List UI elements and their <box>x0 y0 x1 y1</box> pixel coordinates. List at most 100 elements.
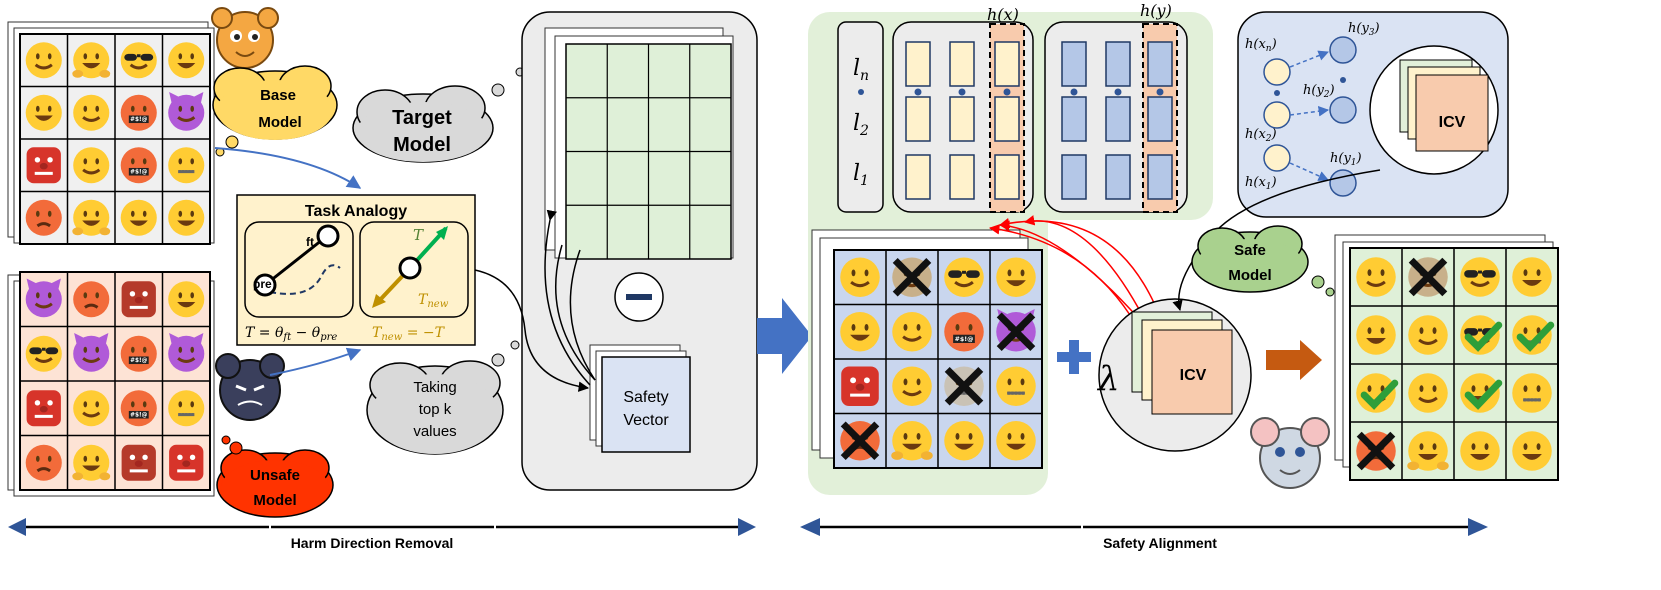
emoji-xangry <box>840 420 880 461</box>
emoji-smile <box>840 257 880 298</box>
emoji-devil <box>25 278 62 318</box>
ft-label: ft <box>306 235 314 249</box>
unsafe-to-task-arrow <box>269 347 362 376</box>
emoji-ogre <box>169 444 204 481</box>
base-model-mascot <box>211 7 279 69</box>
neuron <box>1147 154 1173 200</box>
emoji-hug <box>1407 431 1449 471</box>
hy1-label: h(y1) <box>1330 151 1362 168</box>
safety-alignment-label: Safety Alignment <box>1103 535 1217 551</box>
emoji-hug <box>72 42 111 79</box>
unsafe-model-label-1: Unsafe <box>250 467 300 484</box>
emoji-xplain <box>1408 257 1448 297</box>
emoji-devil <box>73 332 110 372</box>
emoji-grin <box>168 281 205 318</box>
emoji-cool <box>944 257 984 298</box>
emoji-smile <box>1408 315 1448 355</box>
orange-arrow <box>1266 340 1322 380</box>
neuron <box>1061 41 1087 87</box>
neuron <box>905 154 931 200</box>
base-model-grid: #$!@ #$!@ <box>7 21 215 245</box>
emoji-xdevil <box>996 309 1036 352</box>
unsafe-model-cloud: Unsafe Model <box>216 435 334 518</box>
emoji-curse: #$!@ <box>944 311 984 352</box>
safety-vector-label-2: Vector <box>623 412 669 429</box>
emoji-curse: #$!@ <box>120 390 157 427</box>
red-arrow-2 <box>998 217 1166 331</box>
emoji-goblin <box>121 444 156 481</box>
task-analogy-box: Task Analogy ft pre T Tnew T = θft − θpr… <box>236 194 476 346</box>
emoji-smile <box>1356 373 1399 413</box>
icv-panel: h(xn) h(x2) h(x1) h(y3) h(y2) h(y1) ICV <box>1172 11 1509 312</box>
emoji-ogre <box>26 390 61 427</box>
safe-model-cloud: Safe Model <box>1191 225 1335 297</box>
safety-alignment-axis: Safety Alignment <box>800 518 1488 551</box>
safe-model-label-2: Model <box>1228 267 1271 284</box>
emoji-smile <box>73 147 110 184</box>
emoji-zip <box>1512 373 1552 413</box>
emoji-cool <box>1460 315 1503 355</box>
emoji-grin <box>996 257 1036 298</box>
harm-direction-removal-label: Harm Direction Removal <box>291 535 454 551</box>
hy3-label: h(y3) <box>1348 21 1380 38</box>
emoji-smile <box>892 311 932 352</box>
emoji-xzip <box>944 366 984 407</box>
neuron <box>1147 41 1173 87</box>
neuron <box>1061 154 1087 200</box>
target-model-cloud: Target Model <box>352 67 525 163</box>
unsafe-model-grid: #$!@ #$!@ <box>7 271 215 497</box>
neuron <box>1105 154 1131 200</box>
icv-circle: λ ICV <box>1096 298 1252 452</box>
emoji-zip <box>168 390 205 427</box>
svg-text:#$!@: #$!@ <box>955 335 974 343</box>
emoji-ogre <box>26 147 61 184</box>
safe-model-grid <box>1334 234 1559 481</box>
emoji-hug <box>72 444 111 481</box>
harm-removal-panel: Safety Vector <box>474 11 758 491</box>
lambda-label: λ <box>1096 359 1120 399</box>
svg-text:#$!@: #$!@ <box>130 358 147 364</box>
emoji-curse: #$!@ <box>120 94 157 131</box>
base-model-label-2: Model <box>258 114 301 131</box>
harm-direction-removal-axis: Harm Direction Removal <box>8 518 756 551</box>
emoji-smile <box>1408 373 1448 413</box>
weight-matrix <box>566 44 731 259</box>
emoji-grin <box>1356 315 1396 355</box>
emoji-goblin <box>121 281 156 318</box>
emoji-devil <box>168 332 205 372</box>
neuron <box>949 154 975 200</box>
base-model-cloud: Base Model <box>212 65 338 157</box>
icv-label: ICV <box>1180 367 1207 384</box>
safe-model-label-1: Safe <box>1234 242 1266 259</box>
top-k-label-1: Taking <box>413 379 456 396</box>
neuron <box>994 41 1020 87</box>
svg-text:#$!@: #$!@ <box>130 413 147 419</box>
neuron <box>1147 96 1173 142</box>
emoji-xangry <box>1356 431 1396 471</box>
top-k-label-3: values <box>413 423 456 440</box>
neuron <box>1105 41 1131 87</box>
emoji-angry <box>25 199 62 236</box>
svg-text:#$!@: #$!@ <box>130 170 147 176</box>
emoji-grin <box>120 199 157 236</box>
neuron <box>994 154 1020 200</box>
red-arrow-4 <box>988 224 1131 316</box>
neuron <box>1061 96 1087 142</box>
safety-vector-label-1: Safety <box>623 389 668 406</box>
emoji-grin <box>1512 431 1552 471</box>
neuron <box>949 96 975 142</box>
emoji-smile <box>25 42 62 79</box>
target-model-label-2: Model <box>393 134 451 156</box>
neuron <box>905 41 931 87</box>
plus-sign <box>1057 340 1091 374</box>
emoji-zip <box>168 147 205 184</box>
T-label: T <box>413 226 424 244</box>
hy-label: h(y) <box>1140 1 1172 20</box>
hx1-label: h(x1) <box>1245 175 1277 192</box>
emoji-cool <box>120 42 157 79</box>
emoji-angry <box>25 444 62 481</box>
emoji-ogre <box>841 366 879 407</box>
emoji-devil <box>168 91 205 131</box>
top-k-cloud: Taking top k values <box>366 340 520 455</box>
emoji-curse: #$!@ <box>120 147 157 184</box>
